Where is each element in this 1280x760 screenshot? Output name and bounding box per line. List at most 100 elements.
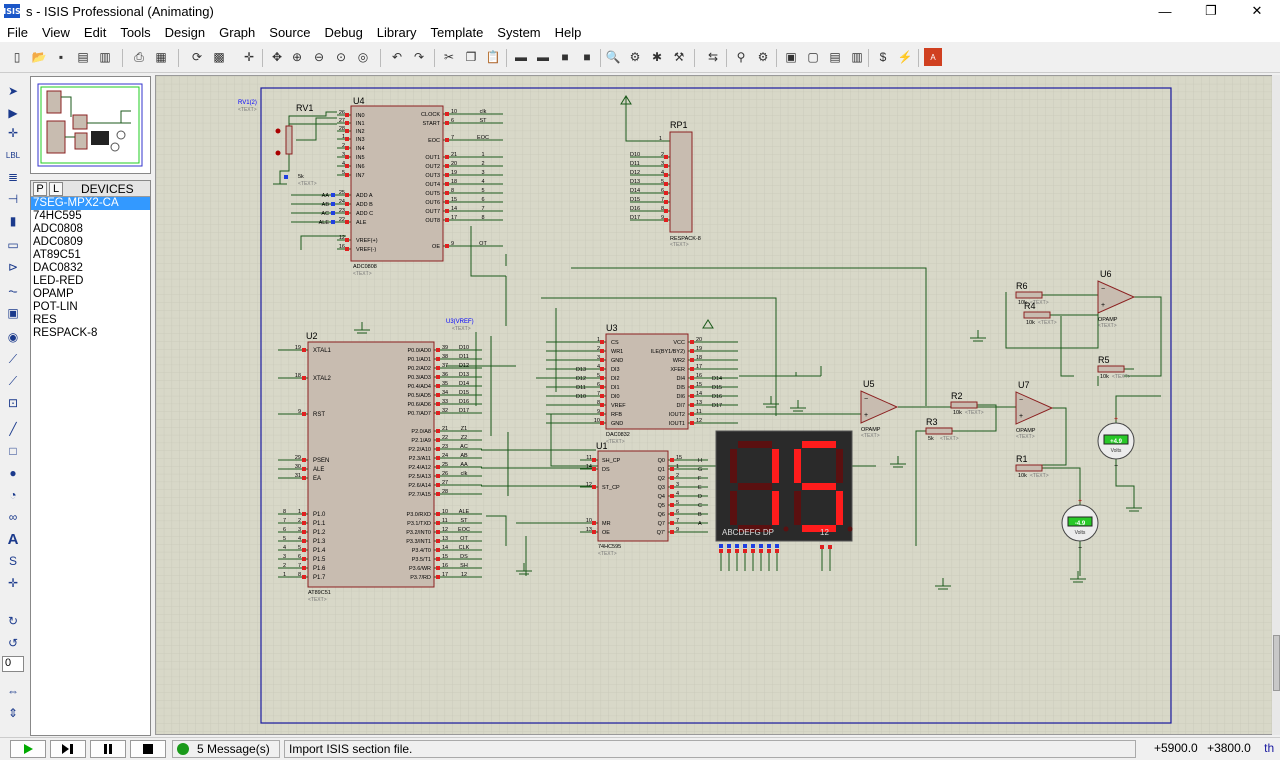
netlist-icon[interactable]: $ [879, 50, 887, 64]
subcircuit-icon[interactable]: ▮ [9, 214, 17, 228]
device-item-respack-8[interactable]: RESPACK-8 [33, 327, 98, 339]
menu-source[interactable]: Source [269, 24, 311, 40]
grid-toggle-icon[interactable]: ▩ [213, 50, 225, 64]
menu-view[interactable]: View [41, 24, 70, 40]
u4-adc0808-body[interactable] [350, 105, 444, 262]
block-move-icon[interactable]: ▬ [537, 50, 549, 64]
path-tool-icon[interactable]: ∞ [8, 510, 18, 524]
zoom-all-icon[interactable]: ⊙ [335, 50, 347, 64]
block-delete-icon[interactable]: ■ [583, 50, 591, 64]
copy-icon[interactable]: ❐ [465, 50, 477, 64]
menu-library[interactable]: Library [376, 24, 417, 40]
print-area-icon[interactable]: ▦ [155, 50, 167, 64]
cut-icon[interactable]: ✂ [443, 50, 455, 64]
menu-help[interactable]: Help [554, 24, 582, 40]
selection-mode-icon[interactable]: ➤ [7, 84, 19, 98]
menu-design[interactable]: Design [164, 24, 206, 40]
step-button[interactable] [50, 740, 86, 758]
r5-body[interactable] [1097, 365, 1125, 373]
junction-dot-icon[interactable]: ✛ [7, 126, 19, 140]
pick-device-icon[interactable]: 🔍 [605, 50, 621, 64]
paste-icon[interactable]: 📋 [485, 50, 501, 64]
device-item-7seg-mpx2-ca[interactable]: 7SEG-MPX2-CA [31, 197, 150, 210]
make-device-icon[interactable]: ⚙ [629, 50, 641, 64]
device-item-res[interactable]: RES [33, 314, 57, 326]
text-tool-icon[interactable]: A [7, 530, 19, 548]
r4-body[interactable] [1023, 311, 1051, 319]
import-icon[interactable]: ▤ [77, 50, 89, 64]
stop-button[interactable] [130, 740, 166, 758]
pick-devices-button[interactable]: P [33, 181, 47, 196]
r3-body[interactable] [925, 427, 953, 435]
overview-window[interactable] [30, 76, 151, 174]
messages-indicator[interactable]: 5 Message(s) [172, 740, 280, 758]
open-file-icon[interactable]: 📂 [31, 50, 47, 64]
text-script-icon[interactable]: ≣ [7, 170, 19, 184]
origin-icon[interactable]: ✛ [243, 50, 255, 64]
vertical-scrollbar[interactable] [1272, 75, 1280, 735]
box-tool-icon[interactable]: □ [9, 444, 17, 458]
new-file-icon[interactable]: ▯ [13, 50, 21, 64]
terminals-icon[interactable]: ▭ [7, 238, 19, 252]
rotation-angle-field[interactable]: 0 [2, 656, 24, 672]
u1-74hc595-body[interactable] [597, 450, 669, 542]
u3-dac0832-body[interactable] [605, 333, 689, 430]
tape-recorder-icon[interactable]: ▣ [7, 306, 19, 320]
zoom-in-icon[interactable]: ⊕ [291, 50, 303, 64]
wire-autorouter-icon[interactable]: ⇆ [707, 50, 719, 64]
device-item-led-red[interactable]: LED-RED [33, 275, 84, 287]
menu-tools[interactable]: Tools [120, 24, 151, 40]
u5-body[interactable] [860, 390, 899, 424]
package-tool-icon[interactable]: ✱ [651, 50, 663, 64]
bus-icon[interactable]: ⊣ [7, 192, 19, 206]
library-manager-button[interactable]: L [49, 181, 63, 196]
graph-icon[interactable]: ⏦ [8, 283, 18, 298]
virtual-instruments-icon[interactable]: ⊡ [7, 396, 19, 410]
ares-icon[interactable]: A [924, 48, 942, 66]
r1-body[interactable] [1015, 464, 1043, 472]
maximize-button[interactable]: ❐ [1205, 3, 1217, 18]
close-button[interactable]: ✕ [1251, 3, 1263, 18]
export-icon[interactable]: ▥ [99, 50, 111, 64]
zoom-area-icon[interactable]: ◎ [357, 50, 369, 64]
rp1-body[interactable] [669, 131, 693, 233]
component-mode-icon[interactable]: ▶ [8, 106, 18, 120]
exit-to-parent-icon[interactable]: ▤ [829, 50, 841, 64]
circle-tool-icon[interactable]: ● [9, 466, 17, 480]
menu-system[interactable]: System [497, 24, 541, 40]
undo-icon[interactable]: ↶ [391, 50, 403, 64]
device-item-adc0808[interactable]: ADC0808 [33, 223, 83, 235]
play-button[interactable] [10, 740, 46, 758]
block-rotate-icon[interactable]: ■ [561, 50, 569, 64]
menu-graph[interactable]: Graph [219, 24, 256, 40]
marker-tool-icon[interactable]: ✛ [7, 576, 19, 590]
print-icon[interactable]: ⎙ [134, 49, 144, 64]
refresh-icon[interactable]: ⟳ [191, 50, 203, 64]
u6-body[interactable] [1097, 280, 1136, 314]
save-icon[interactable]: ▪ [58, 50, 64, 64]
property-tool-icon[interactable]: ⚙ [757, 50, 769, 64]
new-sheet-icon[interactable]: ▣ [785, 50, 797, 64]
voltage-probe-icon[interactable]: ⟋ [8, 351, 18, 366]
block-copy-icon[interactable]: ▬ [515, 50, 527, 64]
u2-at89c51-body[interactable] [307, 341, 435, 588]
redo-icon[interactable]: ↷ [413, 50, 425, 64]
line-tool-icon[interactable]: ╱ [9, 422, 17, 436]
arc-tool-icon[interactable]: ◔ [9, 488, 17, 502]
mirror-horizontal-icon[interactable]: ⇔ [7, 684, 19, 698]
minimize-button[interactable]: — [1158, 3, 1172, 19]
device-item-adc0809[interactable]: ADC0809 [33, 236, 83, 248]
current-probe-icon[interactable]: ⟋ [8, 373, 18, 388]
symbol-tool-icon[interactable]: S [8, 554, 17, 568]
electrical-check-icon[interactable]: ⚡ [897, 50, 913, 64]
zoom-out-icon[interactable]: ⊖ [313, 50, 325, 64]
pause-button[interactable] [90, 740, 126, 758]
menu-file[interactable]: File [7, 24, 28, 40]
remove-sheet-icon[interactable]: ▢ [807, 50, 819, 64]
wire-label-icon[interactable]: LBL [5, 150, 21, 160]
mirror-vertical-icon[interactable]: ⇕ [7, 706, 19, 720]
pan-icon[interactable]: ✥ [271, 50, 283, 64]
r2-body[interactable] [950, 401, 978, 409]
